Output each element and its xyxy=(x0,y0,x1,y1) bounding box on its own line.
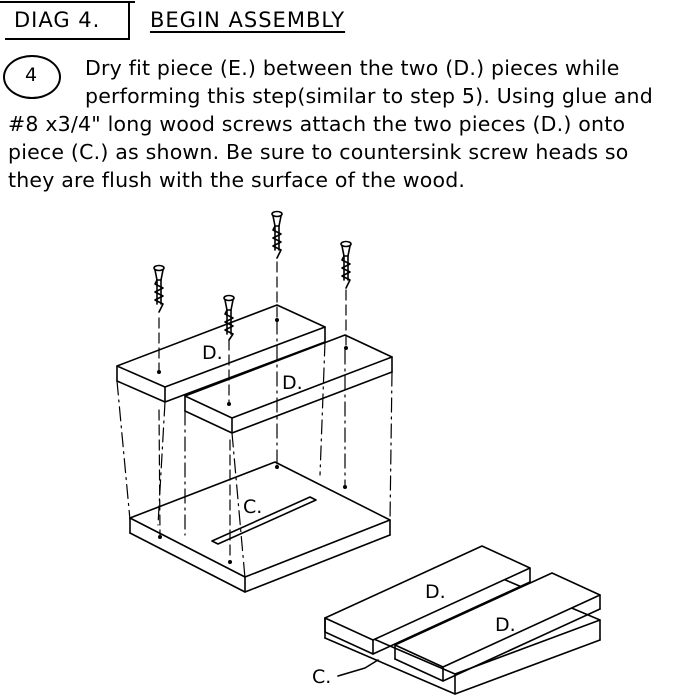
instruction-line-3: #8 x3/4" long wood screws attach the two… xyxy=(8,112,626,136)
screw-holes xyxy=(157,318,348,564)
label-d-front: D. xyxy=(282,372,303,394)
instruction-line-5: they are flush with the surface of the w… xyxy=(8,168,466,192)
alignment-lines xyxy=(116,319,393,579)
label-c-leader xyxy=(337,659,379,677)
wood-screw-4 xyxy=(340,240,352,289)
instruction-line-1: Dry fit piece (E.) between the two (D.) … xyxy=(85,56,620,80)
assembled-label-d-back: D. xyxy=(425,581,446,603)
wood-screw-2 xyxy=(271,210,283,259)
header-box xyxy=(5,2,130,40)
wood-screw-1 xyxy=(153,264,165,313)
assembled-piece-d-front xyxy=(394,572,601,682)
label-d-back: D. xyxy=(202,342,223,364)
diagram-number: DIAG 4. xyxy=(14,8,101,32)
wood-screw-3 xyxy=(223,294,235,341)
header-rule xyxy=(0,1,135,3)
screw-axis-lines xyxy=(158,261,347,561)
exploded-piece-c xyxy=(129,461,391,593)
page-title: BEGIN ASSEMBLY xyxy=(150,8,346,32)
assembled-label-c: C. xyxy=(312,666,331,688)
assembled-piece-d-back xyxy=(324,545,531,655)
instruction-line-4: piece (C.) as shown. Be sure to counters… xyxy=(8,140,629,164)
assembled-label-d-front: D. xyxy=(495,614,516,636)
instruction-line-2: performing this step(similar to step 5).… xyxy=(85,84,653,108)
step-number: 4 xyxy=(25,64,38,86)
step-number-circle xyxy=(3,55,61,99)
exploded-piece-d-front xyxy=(184,334,393,434)
label-c: C. xyxy=(243,496,262,518)
